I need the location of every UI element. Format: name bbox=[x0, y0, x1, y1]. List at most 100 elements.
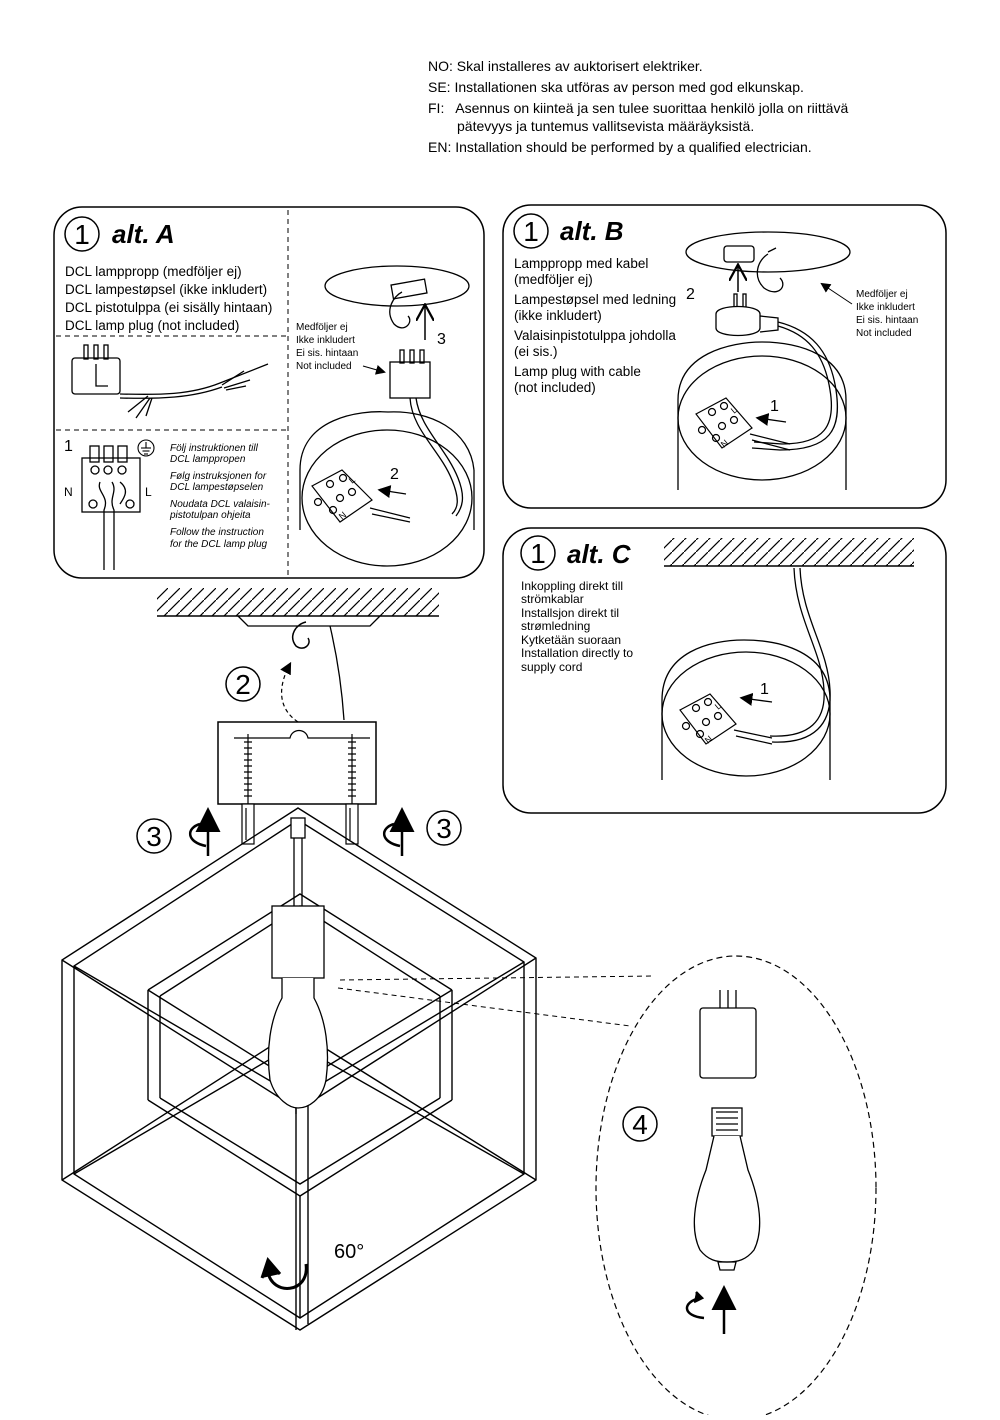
alt-b-plug-2a: Lampestøpsel med ledning bbox=[514, 292, 676, 307]
canopy-bracket bbox=[234, 729, 370, 739]
step-1-circle-a bbox=[64, 216, 100, 252]
alt-a-plug-lines: DCL lamppropp (medföljer ej) DCL lampest… bbox=[65, 264, 272, 333]
alt-c-terminal-l: L bbox=[713, 701, 723, 712]
alt-c-line-4: strømledning bbox=[521, 619, 590, 633]
step-1-number-b: 1 bbox=[523, 216, 539, 247]
arrow-left-a bbox=[377, 485, 407, 499]
alt-a-sub-step-1: 1 bbox=[64, 438, 73, 455]
alt-a-instruction-1: Följ instruktionen till bbox=[170, 443, 259, 454]
alt-a-not-included: Medföljer ej Ikke inkludert Ei sis. hint… bbox=[296, 322, 358, 372]
rotate-icon-60 bbox=[260, 1257, 308, 1290]
alt-c-line-6: Installation directly to bbox=[521, 646, 633, 660]
alt-c-terminal-n: N bbox=[703, 734, 714, 746]
notice-block: NO: Skal installeres av auktorisert elek… bbox=[428, 58, 848, 155]
lamp-body-c bbox=[661, 639, 831, 780]
alt-a-terminal-l: L bbox=[347, 475, 357, 486]
arrow-left-c bbox=[739, 692, 773, 706]
alt-b-pointer bbox=[820, 282, 853, 305]
alt-a-pointer bbox=[362, 364, 386, 375]
alt-b-not-included-3: Ei sis. hintaan bbox=[856, 315, 918, 326]
rotate-icon-left bbox=[189, 807, 221, 856]
ceiling-hatch-main bbox=[157, 588, 439, 616]
alt-a-plug-line-2: DCL lampestøpsel (ikke inkludert) bbox=[65, 282, 267, 297]
rotate-icon-right bbox=[383, 807, 415, 856]
alt-c-lines: Inkoppling direkt till strömkablar Insta… bbox=[521, 579, 633, 674]
alt-b-plug-3b: (ei sis.) bbox=[514, 344, 558, 359]
step-1-number-a: 1 bbox=[74, 219, 90, 250]
alt-b-plug-2b: (ikke inkludert) bbox=[514, 308, 602, 323]
step-3-right-number: 3 bbox=[436, 813, 452, 844]
dcl-plug-illustration bbox=[71, 344, 269, 419]
alt-a-instructions: Följ instruktionen till DCL lamppropen F… bbox=[169, 443, 271, 550]
panel-alt-a-frame bbox=[53, 206, 485, 579]
step-4-circle bbox=[622, 1106, 658, 1142]
lamp-socket-assembly bbox=[267, 817, 329, 1114]
alt-b-plug-4b: (not included) bbox=[514, 380, 596, 395]
step-1-circle-b bbox=[513, 213, 549, 249]
hanging-cable-main bbox=[329, 625, 345, 721]
step-2-circle bbox=[225, 666, 261, 702]
terminal-connector-c bbox=[679, 693, 773, 745]
alt-b-not-included: Medföljer ej Ikke inkludert Ei sis. hint… bbox=[856, 289, 918, 339]
terminal-connector-a bbox=[311, 469, 411, 523]
alt-a-label-n: N bbox=[64, 485, 73, 499]
arrow-left-b bbox=[755, 413, 787, 426]
alt-a-instruction-6: pistotulpan ohjeita bbox=[169, 510, 251, 521]
alt-a-plug-line-3: DCL pistotulppa (ei sisälly hintaan) bbox=[65, 300, 272, 315]
panel-alt-b: 1 alt. B Lamppropp med kabel (medföljer … bbox=[502, 204, 947, 509]
notice-en: EN: Installation should be performed by … bbox=[428, 139, 812, 155]
alt-c-line-2: strömkablar bbox=[521, 592, 584, 606]
alt-c-line-5: Kytketään suoraan bbox=[521, 633, 621, 647]
ceiling-hook-main bbox=[292, 621, 310, 649]
rotation-label: 60° bbox=[334, 1241, 364, 1263]
alt-a-arrow-2: 2 bbox=[390, 466, 399, 483]
zoom-ellipse bbox=[595, 955, 877, 1420]
lamp-body-a bbox=[299, 411, 475, 567]
zoom-socket bbox=[699, 990, 757, 1079]
alt-a-instruction-3: Følg instruksjonen for bbox=[170, 471, 267, 482]
ceiling-mount-plate bbox=[237, 615, 381, 627]
alt-a-label-l: L bbox=[145, 485, 152, 499]
alt-a-instruction-4: DCL lampestøpselen bbox=[170, 482, 264, 493]
alt-a-instruction-7: Follow the instruction bbox=[170, 527, 264, 538]
notice-fi-line2: pätevyys ja tuntemus vallitsevista määrä… bbox=[457, 118, 754, 134]
alt-a-not-included-3: Ei sis. hintaan bbox=[296, 348, 358, 359]
ceiling-disc-a bbox=[324, 265, 470, 329]
notice-fi-line1: FI: Asennus on kiinteä ja sen tulee suor… bbox=[428, 100, 848, 116]
alt-a-not-included-4: Not included bbox=[296, 361, 352, 372]
arrow-hang-dashed bbox=[280, 661, 299, 723]
alt-b-terminal-n: N bbox=[719, 438, 730, 450]
main-assembly: 2 3 3 bbox=[61, 588, 877, 1420]
alt-a-plug-line-1: DCL lamppropp (medföljer ej) bbox=[65, 264, 242, 279]
alt-b-not-included-2: Ikke inkludert bbox=[856, 302, 915, 313]
supply-cord-c bbox=[769, 567, 831, 743]
alt-b-plug-3a: Valaisinpistotulppa johdolla bbox=[514, 328, 676, 343]
alt-c-title: alt. C bbox=[567, 539, 632, 569]
terminal-block-a bbox=[81, 445, 141, 570]
terminal-connector-b bbox=[695, 397, 791, 451]
alt-c-line-3: Installsjon direkt til bbox=[521, 606, 619, 620]
alt-b-plug-lines: Lamppropp med kabel (medföljer ej) Lampe… bbox=[514, 256, 676, 395]
step-4-number: 4 bbox=[632, 1109, 648, 1140]
step-3-left-circle bbox=[136, 818, 172, 854]
alt-a-terminal-n: N bbox=[337, 510, 348, 522]
step-1-number-c: 1 bbox=[530, 538, 546, 569]
alt-a-arrow-3: 3 bbox=[437, 331, 446, 348]
alt-c-arrow-1: 1 bbox=[760, 681, 769, 698]
panel-alt-a: 1 alt. A DCL lamppropp (medföljer ej) DC… bbox=[53, 206, 485, 579]
step-1-circle-c bbox=[520, 535, 556, 571]
alt-b-plug-1a: Lamppropp med kabel bbox=[514, 256, 648, 271]
alt-b-plug-4a: Lamp plug with cable bbox=[514, 364, 641, 379]
rotate-arrow-bulb bbox=[685, 1285, 737, 1334]
bulb-icon bbox=[693, 1107, 761, 1271]
step-2-number: 2 bbox=[235, 669, 251, 700]
ceiling-disc-b bbox=[685, 231, 851, 293]
panel-alt-b-frame bbox=[502, 204, 947, 509]
alt-b-terminal-l: L bbox=[729, 405, 739, 416]
zoom-line-top bbox=[339, 975, 655, 981]
notice-no: NO: Skal installeres av auktorisert elek… bbox=[428, 58, 703, 74]
alt-a-not-included-2: Ikke inkludert bbox=[296, 335, 355, 346]
alt-b-not-included-1: Medföljer ej bbox=[856, 289, 908, 300]
panel-alt-c-frame bbox=[502, 527, 947, 814]
